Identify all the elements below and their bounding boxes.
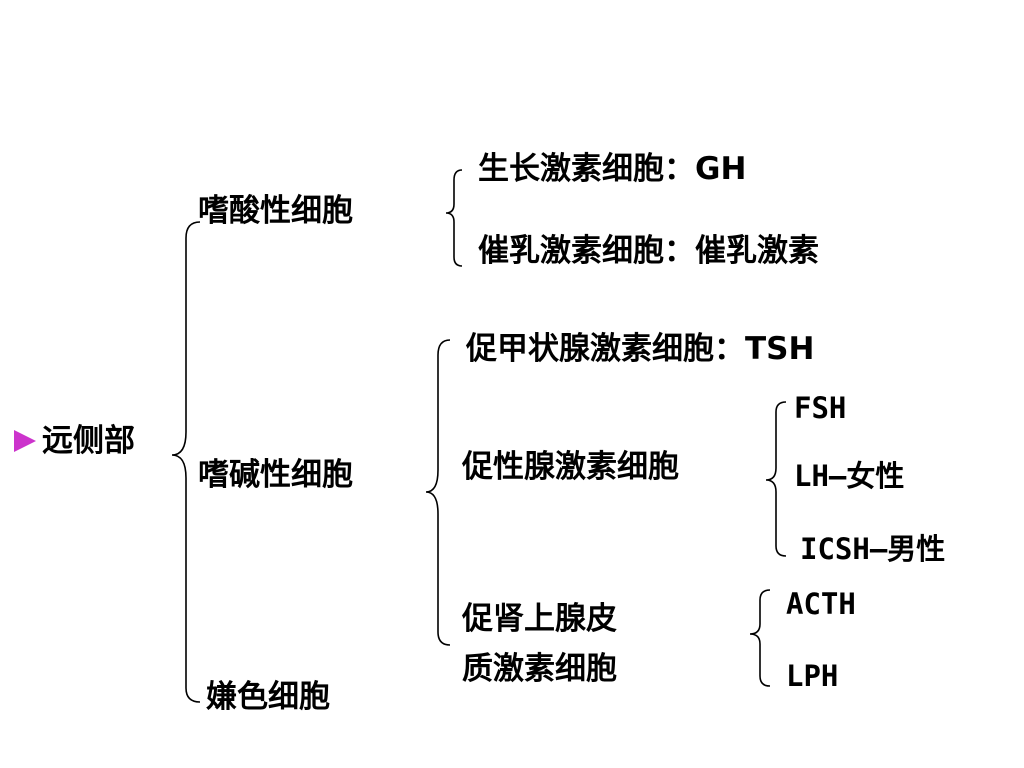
- lph-item: LPH: [786, 659, 839, 693]
- main-brace: [171, 221, 201, 703]
- fsh-item: FSH: [794, 391, 847, 425]
- corticotroph-brace: [749, 589, 771, 687]
- acidophil-label: 嗜酸性细胞: [198, 193, 353, 229]
- gonadotroph-brace: [765, 401, 787, 557]
- lh-item: LH—女性: [794, 459, 905, 493]
- basophil-label: 嗜碱性细胞: [198, 457, 353, 493]
- prolactin-cell-item: 催乳激素细胞：催乳激素: [478, 233, 819, 269]
- root-label: 远侧部: [42, 423, 135, 459]
- gonadotroph-label: 促性腺激素细胞: [462, 449, 679, 485]
- bullet-arrow-icon: [14, 430, 36, 452]
- acidophil-brace: [445, 169, 463, 267]
- basophil-brace: [425, 339, 451, 646]
- corticotroph-label-line2: 质激素细胞: [462, 651, 617, 687]
- tsh-cell-item: 促甲状腺激素细胞：TSH: [466, 331, 815, 367]
- gh-cell-item: 生长激素细胞：GH: [478, 151, 747, 187]
- corticotroph-label-line1: 促肾上腺皮: [462, 601, 617, 637]
- chromophobe-label: 嫌色细胞: [206, 679, 330, 715]
- acth-item: ACTH: [786, 587, 856, 621]
- icsh-item: ICSH—男性: [800, 532, 946, 566]
